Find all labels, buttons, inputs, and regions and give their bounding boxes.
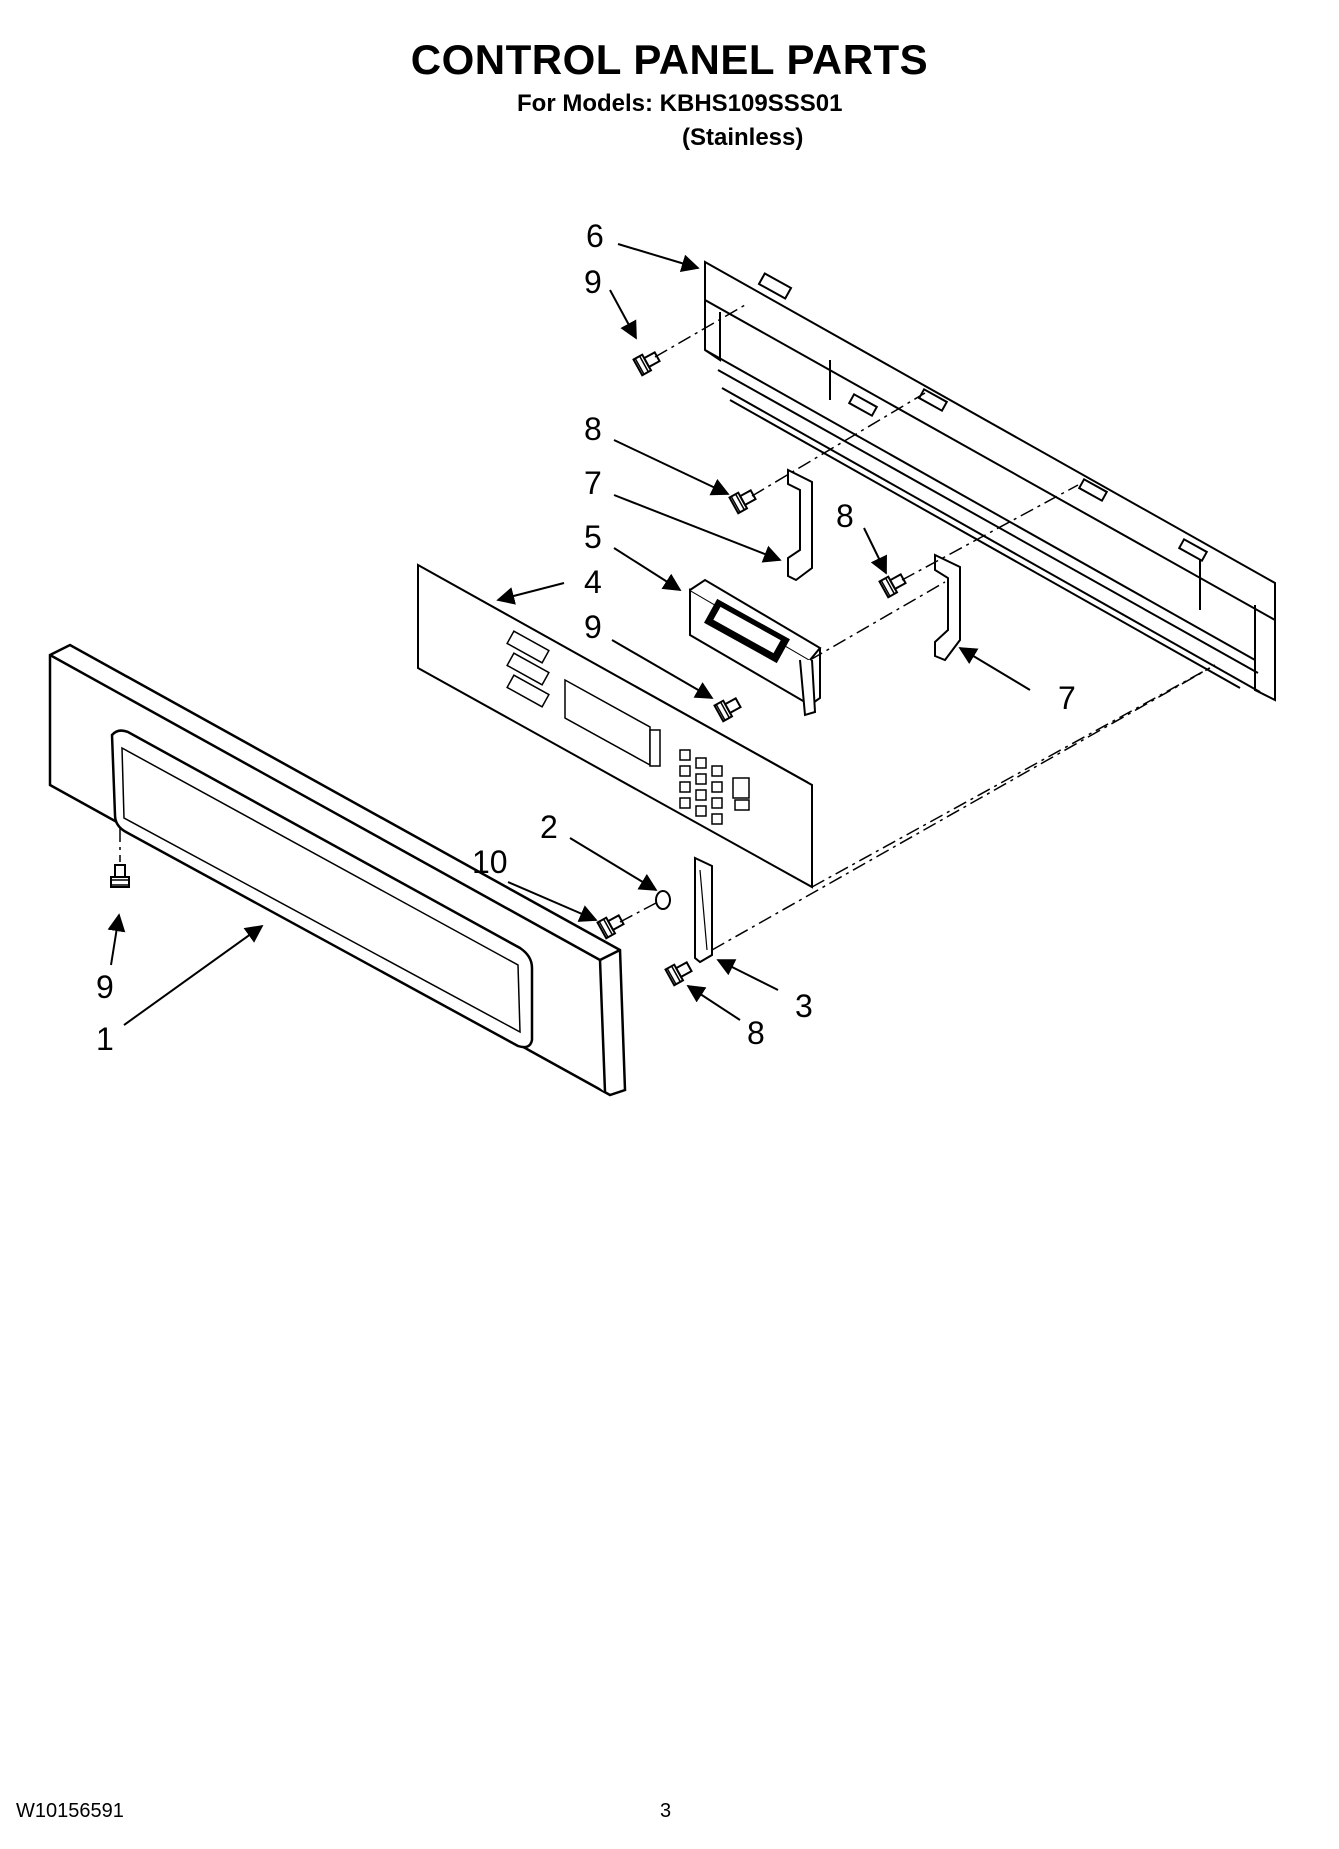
callout-numbers: 6 9 8 7 5 4 9 8 7 2 10 9 1 3 8 [96,218,1076,1057]
part-5-control-board [689,578,822,717]
part-3-trim-bracket [694,856,713,964]
part-1-front-trim [48,643,627,1097]
screw-8-right [878,569,909,599]
callout-1: 1 [96,1021,114,1057]
callout-7: 7 [584,465,602,501]
callout-3: 3 [795,988,813,1024]
screw-9-top [632,347,663,377]
page-title: CONTROL PANEL PARTS [410,36,929,83]
document-number: W10156591 [16,1800,124,1822]
screw-9-middle [713,693,744,723]
callout-7: 7 [1058,680,1076,716]
callout-9: 9 [96,969,114,1005]
part-6-bracket [704,260,1276,702]
callout-6: 6 [586,218,604,254]
callout-8: 8 [584,411,602,447]
callout-9: 9 [584,609,602,645]
screw-8-lower [664,957,695,987]
callout-leaders [107,243,1031,1026]
screw-8-upper [728,485,759,515]
page-number: 3 [660,1800,672,1822]
part-7-bracket-left [787,468,813,582]
screw-9-left [110,864,130,888]
part-4-overlay [417,563,813,889]
callout-5: 5 [584,519,602,555]
finish-line: (Stainless) [682,124,804,151]
part-7-bracket-right [934,553,961,662]
callout-8: 8 [747,1015,765,1051]
alignment-lines [119,304,1216,951]
callout-2: 2 [540,809,558,845]
models-line: For Models: KBHS109SSS01 [517,90,843,117]
part-2-spacer [655,890,671,910]
callout-9: 9 [584,264,602,300]
screw-10 [596,910,627,940]
callout-10: 10 [472,844,508,880]
callout-8: 8 [836,498,854,534]
callout-4: 4 [584,564,602,600]
